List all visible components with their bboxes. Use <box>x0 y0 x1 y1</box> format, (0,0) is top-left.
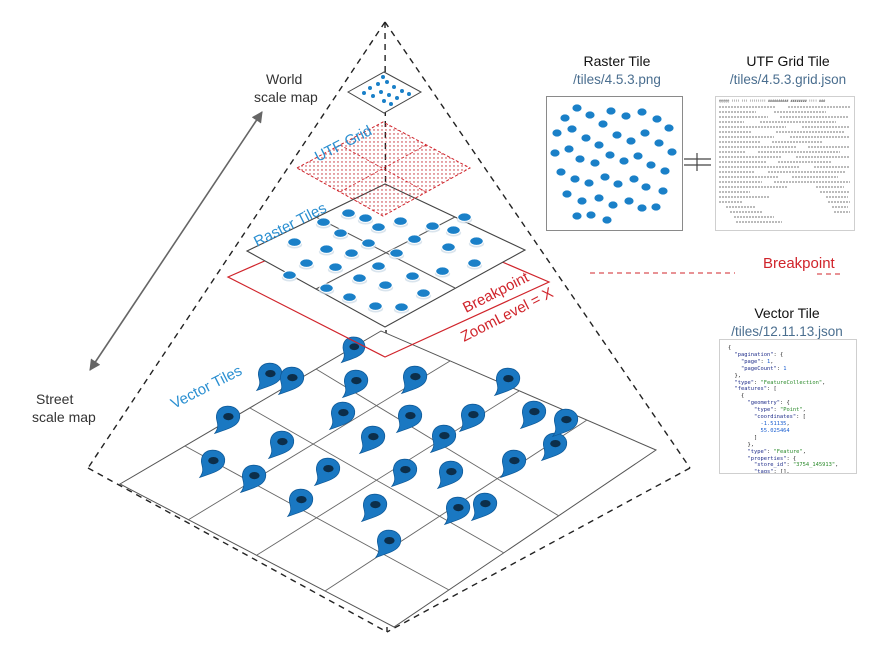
world-scale-label: World scale map <box>254 71 318 105</box>
vector-tiles-label: Vector Tiles <box>168 362 245 412</box>
zoom-scale-arrow <box>89 111 263 371</box>
raster-tile-dots <box>549 103 678 225</box>
utf-grid-tile-image: @@@@@ !!!! !!! !!!!!!!! ########## #####… <box>715 96 855 231</box>
vector-tile-title: Vector Tile <box>754 305 820 321</box>
tile-link-icon <box>684 153 711 171</box>
vector-tiles-layer <box>118 330 658 628</box>
raster-tile-image <box>546 96 683 231</box>
utf-grid-tile-title: UTF Grid Tile <box>746 53 830 69</box>
utf-grid-layer <box>295 121 472 217</box>
breakpoint-side-label: Breakpoint <box>763 255 836 272</box>
raster-tile-title: Raster Tile <box>583 53 651 69</box>
raster-tiles-layer <box>245 183 527 328</box>
utf-grid-tile-path: /tiles/4.5.3.grid.json <box>729 72 847 87</box>
world-tile <box>346 71 423 114</box>
vector-tile-json: { "pagination": { "page": 1, "pageCount"… <box>719 339 857 474</box>
vector-tile-json-text: { "pagination": { "page": 1, "pageCount"… <box>728 345 839 474</box>
utf-grid-header-text: @@@@@ !!!! !!! !!!!!!!! ########## #####… <box>719 99 826 103</box>
street-scale-label: Street scale map <box>32 391 96 425</box>
utf-grid-noise <box>719 106 850 223</box>
vector-tile-path: /tiles/12.11.13.json <box>731 324 843 339</box>
raster-tile-path: /tiles/4.5.3.png <box>573 72 661 87</box>
